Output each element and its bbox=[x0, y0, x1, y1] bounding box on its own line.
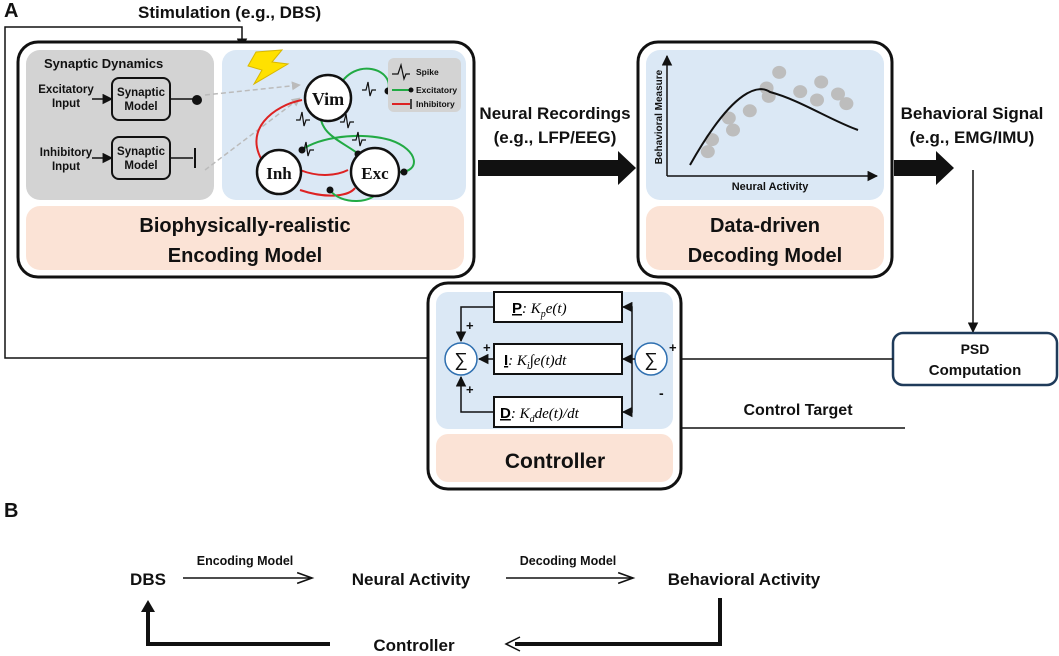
b-dbs: DBS bbox=[130, 570, 166, 589]
scatter-point bbox=[814, 75, 829, 89]
neural-recordings-2: (e.g., LFP/EEG) bbox=[494, 128, 617, 147]
scatter-point bbox=[700, 145, 715, 159]
legend-spike: Spike bbox=[416, 67, 439, 77]
excitatory-input-1: Excitatory bbox=[38, 84, 94, 96]
stimulation-label: Stimulation (e.g., DBS) bbox=[138, 3, 321, 22]
legend-inhibitory: Inhibitory bbox=[416, 99, 455, 109]
sum-left-symbol: ∑ bbox=[454, 350, 468, 371]
controller-box: Controller ∑ ∑ P: Kpe(t) I: Ki∫e(t)dt D:… bbox=[426, 281, 683, 491]
inhibitory-input-2: Input bbox=[52, 161, 80, 173]
synaptic-model-inh-1: Synaptic bbox=[117, 146, 166, 158]
scatter-point bbox=[839, 97, 854, 111]
synaptic-dynamics-title: Synaptic Dynamics bbox=[44, 56, 163, 71]
neuron-vim-label: Vim bbox=[312, 89, 344, 109]
scatter-point bbox=[721, 111, 736, 125]
synaptic-model-box-exc bbox=[111, 77, 171, 121]
decoding-y-label: Behavioral Measure bbox=[654, 69, 665, 164]
decoding-model-box: Data-driven Decoding Model Behavioral Me… bbox=[636, 40, 894, 279]
d-term-label: D: Kdde(t)/dt bbox=[500, 405, 580, 425]
synaptic-model-inh-2: Model bbox=[124, 160, 157, 172]
scatter-point bbox=[772, 65, 787, 79]
p-term-label: P: Kpe(t) bbox=[512, 300, 567, 320]
neuron-exc bbox=[349, 146, 401, 198]
b-feedback-left bbox=[146, 610, 330, 646]
panel-b-label: B bbox=[4, 500, 18, 522]
plus-d: + bbox=[466, 382, 474, 397]
minus-target: - bbox=[659, 385, 664, 401]
spike-icon bbox=[352, 131, 366, 147]
b-feedback-right bbox=[515, 598, 722, 646]
behavioral-signal-2: (e.g., EMG/IMU) bbox=[910, 128, 1035, 147]
legend-excitatory: Excitatory bbox=[416, 85, 457, 95]
sum-node-left bbox=[444, 342, 478, 376]
excitatory-terminal-dot bbox=[192, 95, 202, 105]
b-feedback-left-arrowhead bbox=[141, 600, 155, 612]
spike-icon bbox=[362, 81, 376, 97]
scatter-point bbox=[831, 87, 845, 101]
psd-line-1: PSD bbox=[961, 341, 990, 357]
b-controller: Controller bbox=[373, 636, 455, 655]
psd-line-2: Computation bbox=[929, 362, 1021, 379]
scatter-point bbox=[726, 123, 740, 137]
neural-recordings-1: Neural Recordings bbox=[479, 104, 630, 123]
lightning-icon bbox=[247, 49, 290, 86]
spike-icon bbox=[296, 111, 310, 127]
control-target-label: Control Target bbox=[743, 402, 853, 419]
b-decoding-model: Decoding Model bbox=[520, 554, 617, 568]
plus-i: + bbox=[483, 340, 491, 355]
neuron-inh-label: Inh bbox=[266, 164, 292, 183]
encoding-title-1: Biophysically-realistic bbox=[139, 215, 350, 237]
neural-recordings-arrow bbox=[478, 151, 636, 185]
panel-a-label: A bbox=[4, 0, 18, 22]
behavioral-signal-1: Behavioral Signal bbox=[901, 104, 1044, 123]
controller-title: Controller bbox=[505, 450, 605, 473]
inhibitory-input-1: Inhibitory bbox=[40, 147, 93, 159]
behavioral-signal-arrow bbox=[894, 151, 954, 185]
spike-icon bbox=[300, 141, 314, 157]
spike-icon bbox=[340, 113, 354, 129]
plus-p: + bbox=[466, 318, 474, 333]
i-term-label: I: Ki∫e(t)dt bbox=[504, 352, 567, 372]
scatter-points bbox=[700, 65, 854, 159]
stimulation-wire bbox=[4, 26, 428, 359]
decoding-x-label: Neural Activity bbox=[732, 181, 810, 193]
b-encoding-model: Encoding Model bbox=[197, 554, 294, 568]
synaptic-model-exc-1: Synaptic bbox=[117, 87, 166, 99]
decoding-title-2: Decoding Model bbox=[688, 245, 842, 267]
neuron-vim bbox=[303, 73, 353, 123]
scatter-point bbox=[742, 104, 757, 118]
decoding-curve bbox=[689, 88, 859, 166]
neuron-exc-label: Exc bbox=[361, 164, 389, 183]
b-feedback-arrowhead bbox=[504, 636, 521, 652]
encoding-title-2: Encoding Model bbox=[168, 245, 322, 267]
neuron-inh bbox=[255, 148, 303, 196]
synaptic-model-exc-2: Model bbox=[124, 101, 157, 113]
b-behavioral-activity: Behavioral Activity bbox=[668, 570, 821, 589]
decoding-title-1: Data-driven bbox=[710, 215, 820, 237]
b-neural-activity: Neural Activity bbox=[352, 570, 471, 589]
excitatory-input-2: Input bbox=[52, 98, 80, 110]
synaptic-model-box-inh bbox=[111, 136, 171, 180]
spike-legend-icon bbox=[392, 62, 410, 82]
network-legend bbox=[388, 58, 461, 112]
sum-right-symbol: ∑ bbox=[644, 350, 658, 371]
encoding-model-box: Biophysically-realistic Encoding Model S… bbox=[16, 40, 476, 279]
scatter-point bbox=[810, 93, 824, 107]
plus-measured: + bbox=[669, 340, 677, 355]
scatter-point bbox=[793, 85, 808, 99]
